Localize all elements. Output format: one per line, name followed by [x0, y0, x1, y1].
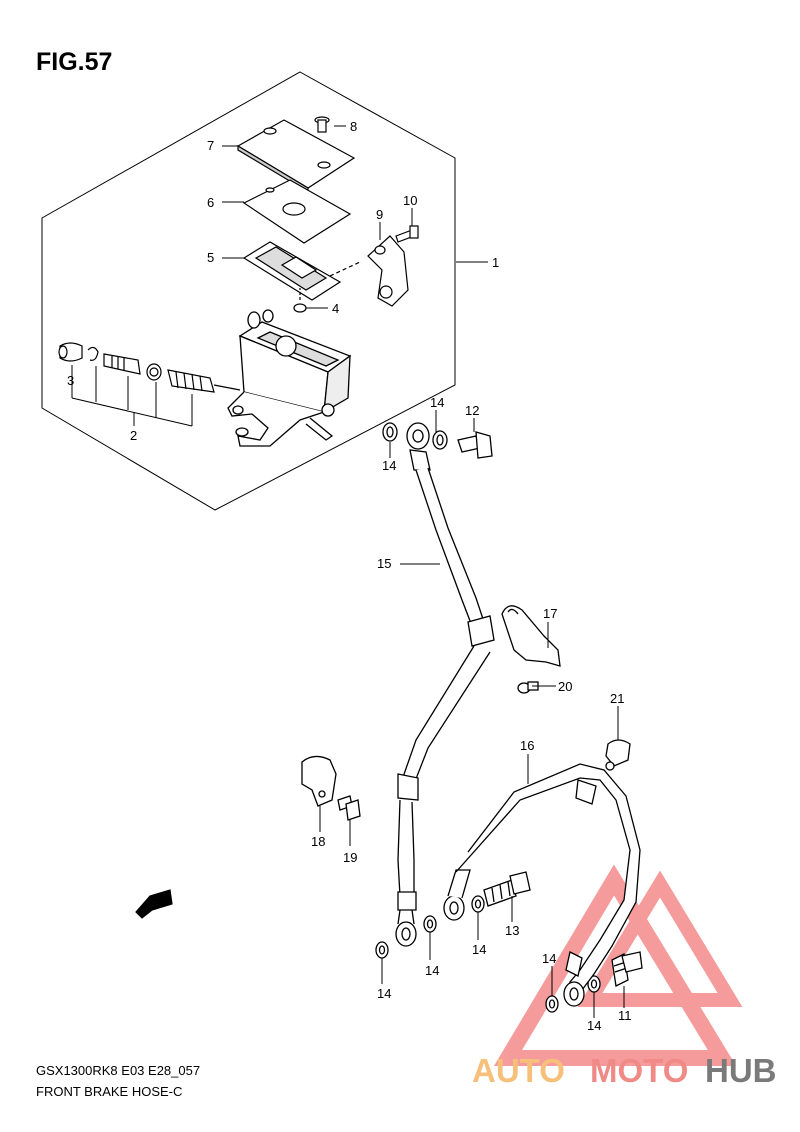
- callout-14-d: 14: [425, 963, 439, 978]
- banjo-bolt-13: [483, 871, 531, 907]
- leader-lines: [222, 125, 625, 1018]
- hose-clamp-21: [605, 739, 631, 771]
- callout-8: 8: [350, 119, 357, 134]
- callout-3: 3: [67, 373, 74, 388]
- callout-6: 6: [207, 195, 214, 210]
- cap-screw: [314, 116, 330, 133]
- callout-14-g: 14: [587, 1018, 601, 1033]
- handlebar-clamp: [367, 235, 409, 307]
- clamp-bolt: [395, 225, 419, 243]
- callout-5: 5: [207, 250, 214, 265]
- callout-15: 15: [377, 556, 391, 571]
- callout-9: 9: [376, 207, 383, 222]
- crush-washers: [375, 895, 601, 1013]
- diaphragm: [242, 241, 361, 301]
- callout-14-a: 14: [382, 458, 396, 473]
- assembly-boundary: [41, 71, 456, 511]
- hose-guide-18: [301, 755, 337, 807]
- callout-13: 13: [505, 923, 519, 938]
- callout-14-b: 14: [430, 395, 444, 410]
- fwd-arrow: FWD: [135, 889, 173, 919]
- callout-14-e: 14: [472, 942, 486, 957]
- callout-12: 12: [465, 403, 479, 418]
- callout-14-c: 14: [377, 986, 391, 1001]
- callout-10: 10: [403, 193, 417, 208]
- banjo-bolt-11: [611, 951, 643, 987]
- callout-2: 2: [130, 428, 137, 443]
- piston-kit: [58, 342, 241, 393]
- callout-14-f: 14: [542, 951, 556, 966]
- master-cylinder-body: [227, 309, 352, 447]
- piston-kit-leader: [71, 365, 193, 427]
- watermark-hub: HUB: [705, 1052, 777, 1089]
- figure-title: FIG.57: [36, 48, 113, 76]
- callout-19: 19: [343, 850, 357, 865]
- guide-bolt-19: [337, 795, 361, 821]
- diaphragm-plate: [242, 179, 352, 244]
- lower-brake-hose: [443, 763, 641, 1007]
- callout-11: 11: [618, 1008, 632, 1023]
- upper-brake-hose: [382, 422, 495, 947]
- callout-7: 7: [207, 138, 214, 153]
- callout-18: 18: [311, 834, 325, 849]
- watermark-triangle: [493, 864, 743, 1066]
- model-code: GSX1300RK8 E03 E28_057: [36, 1063, 201, 1078]
- callout-16: 16: [520, 738, 534, 753]
- callout-21: 21: [610, 691, 624, 706]
- callout-labels: 7 8 6 5 4 9 10 1 3 2 14 14 12 15 17 20 2…: [67, 119, 632, 1033]
- reservoir-cap: [236, 119, 356, 194]
- bracket-bolt-20: [517, 681, 539, 694]
- callout-4: 4: [332, 301, 339, 316]
- callout-1: 1: [492, 255, 499, 270]
- hose-bracket-17: [501, 605, 561, 667]
- watermark-auto: AUTO: [472, 1052, 565, 1089]
- watermark-moto: MOTO: [590, 1052, 689, 1089]
- callout-17: 17: [543, 606, 557, 621]
- section-name: FRONT BRAKE HOSE-C: [36, 1084, 183, 1099]
- callout-20: 20: [558, 679, 572, 694]
